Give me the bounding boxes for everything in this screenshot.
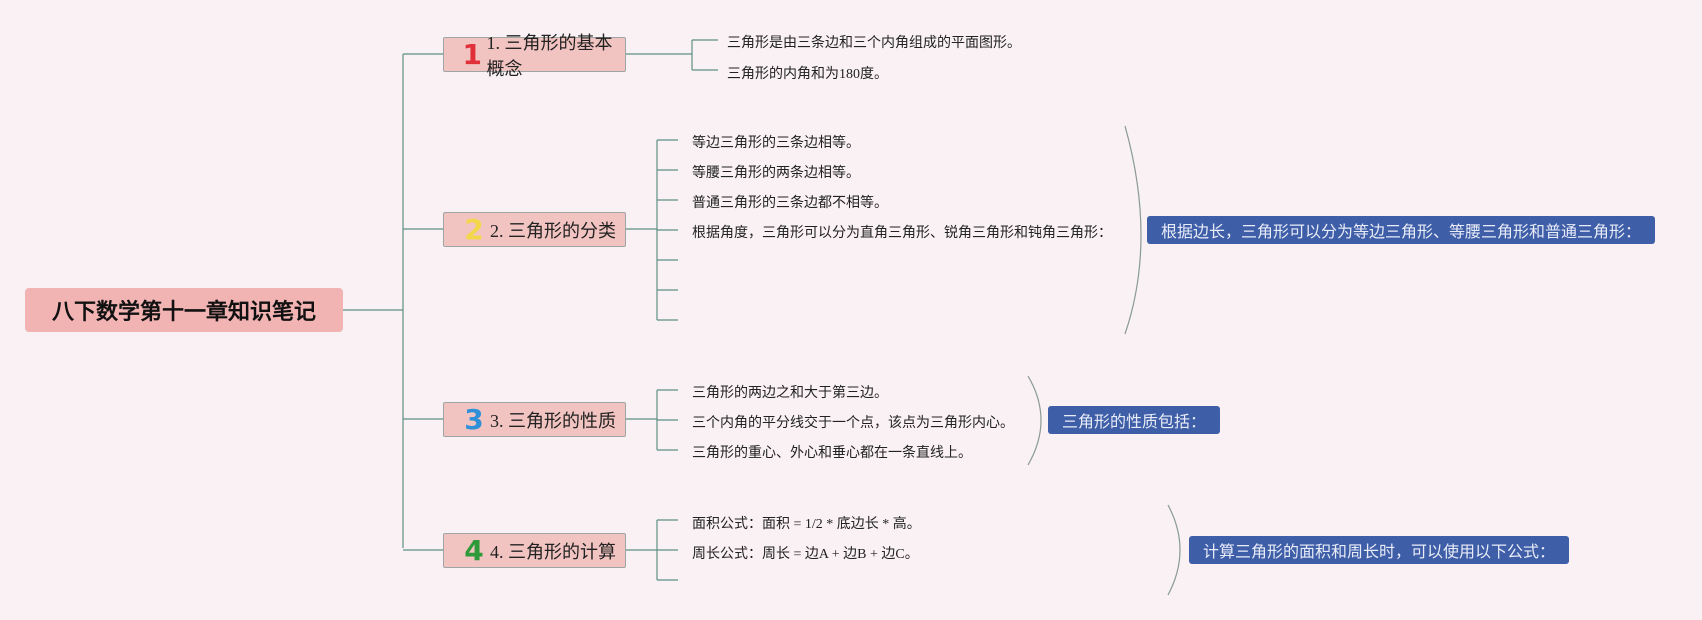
leaf-item[interactable]: 三角形是由三条边和三个内角组成的平面图形。 (727, 36, 1021, 51)
leaf-item[interactable]: 三角形的两边之和大于第三边。 (692, 386, 888, 401)
branch-basic-concepts[interactable]: 1 1. 三角形的基本概念 (443, 33, 626, 79)
summary-calculation[interactable]: 计算三角形的面积和周长时，可以使用以下公式： (1189, 536, 1570, 564)
leaf-item[interactable]: 普通三角形的三条边都不相等。 (692, 196, 888, 211)
number-4-icon: 4 (464, 533, 484, 567)
summary-label: 根据边长，三角形可以分为等边三角形、等腰三角形和普通三角形： (1161, 224, 1642, 241)
summary-properties[interactable]: 三角形的性质包括： (1048, 406, 1221, 434)
summary-label: 计算三角形的面积和周长时，可以使用以下公式： (1203, 544, 1556, 561)
leaf-item[interactable]: 面积公式：面积 = 1/2 * 底边长 * 高。 (692, 517, 921, 532)
leaf-item[interactable]: 等腰三角形的两条边相等。 (692, 166, 860, 181)
number-1-icon: 1 (462, 37, 482, 71)
number-3-icon: 3 (464, 402, 484, 436)
leaf-item[interactable]: 三角形的重心、外心和垂心都在一条直线上。 (692, 446, 972, 461)
summary-brace (1124, 125, 1142, 335)
summary-classification[interactable]: 根据边长，三角形可以分为等边三角形、等腰三角形和普通三角形： (1147, 216, 1656, 244)
summary-brace (1167, 504, 1181, 596)
summary-label: 三角形的性质包括： (1062, 414, 1207, 431)
leaf-item[interactable]: 根据角度，三角形可以分为直角三角形、锐角三角形和钝角三角形： (692, 226, 1112, 241)
root-topic-label: 八下数学第十一章知识笔记 (51, 300, 316, 325)
root-topic[interactable]: 八下数学第十一章知识笔记 (25, 288, 343, 332)
leaf-item[interactable]: 周长公式：周长 = 边A + 边B + 边C。 (692, 547, 919, 562)
summary-brace (1027, 375, 1042, 466)
leaf-item[interactable]: 三角形的内角和为180度。 (727, 67, 888, 82)
branch-properties[interactable]: 3 3. 三角形的性质 (443, 402, 626, 437)
number-2-icon: 2 (464, 212, 484, 246)
branch-label: 1. 三角形的基本概念 (486, 32, 613, 79)
leaf-item[interactable]: 三个内角的平分线交于一个点，该点为三角形内心。 (692, 416, 1014, 431)
branch-label: 4. 三角形的计算 (490, 541, 616, 562)
leaf-item[interactable]: 等边三角形的三条边相等。 (692, 136, 860, 151)
branch-calculation[interactable]: 4 4. 三角形的计算 (443, 533, 626, 568)
branch-classification[interactable]: 2 2. 三角形的分类 (443, 212, 626, 247)
branch-label: 2. 三角形的分类 (490, 220, 616, 241)
branch-label: 3. 三角形的性质 (490, 410, 616, 431)
